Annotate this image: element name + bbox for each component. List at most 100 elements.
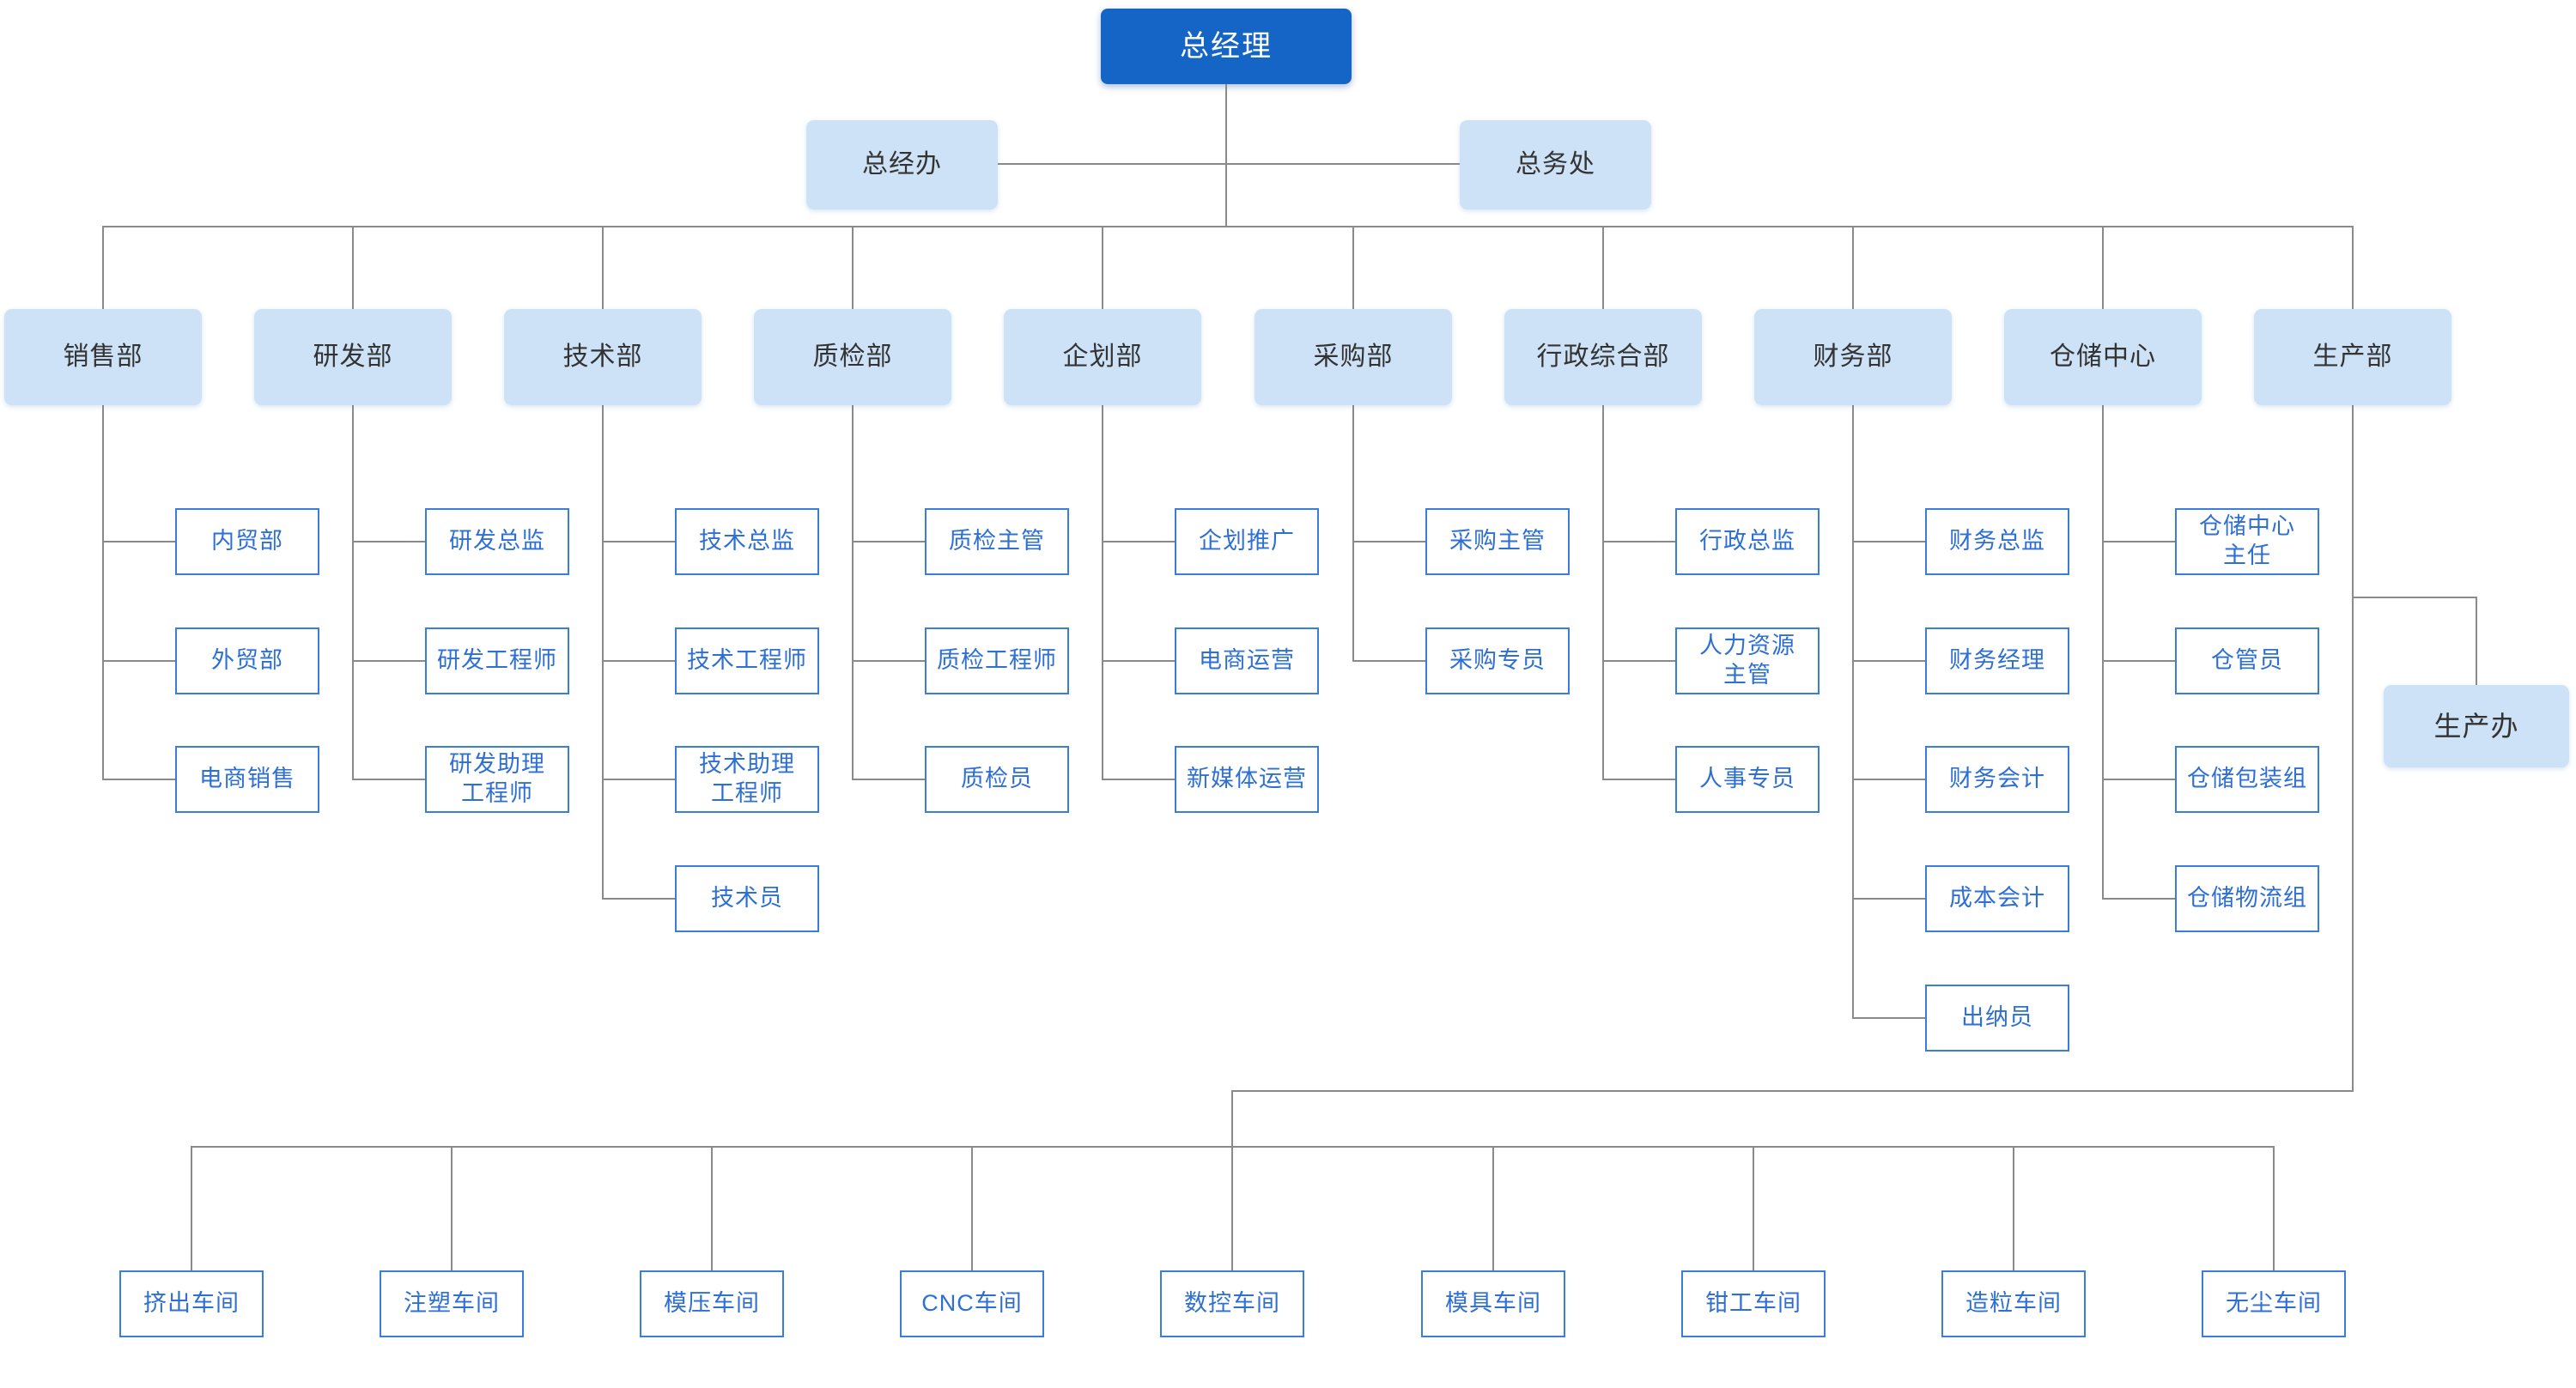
node-dept-9[interactable]: 仓储中心 [2004,309,2202,405]
connector-line [711,1146,713,1270]
connector-line [1853,898,1925,900]
node-role[interactable]: 技术工程师 [675,627,819,694]
connector-line [2476,597,2477,685]
node-dept-7[interactable]: 行政综合部 [1504,309,1702,405]
connector-line [602,226,604,309]
node-role[interactable]: 出纳员 [1925,985,2069,1052]
connector-line [102,226,104,309]
node-workshop-6[interactable]: 模具车间 [1421,1270,1565,1337]
node-role[interactable]: 仓储中心 主任 [2175,508,2319,575]
node-role[interactable]: 研发助理 工程师 [425,746,569,813]
node-general-manager[interactable]: 总经理 [1101,9,1352,84]
connector-line [1603,660,1675,662]
node-role[interactable]: 质检工程师 [925,627,1069,694]
node-role[interactable]: 财务会计 [1925,746,2069,813]
node-role[interactable]: 研发工程师 [425,627,569,694]
connector-line [352,226,354,309]
connector-line [1103,779,1175,780]
connector-line [352,405,354,780]
node-role[interactable]: 财务经理 [1925,627,2069,694]
connector-line [1231,1090,1233,1146]
connector-line [1353,660,1425,662]
node-production-office[interactable]: 生产办 [2384,685,2569,767]
connector-line [1853,541,1925,542]
node-dept-5[interactable]: 企划部 [1004,309,1201,405]
connector-line [353,660,425,662]
node-general-affairs[interactable]: 总务处 [1460,120,1651,209]
node-role[interactable]: 仓储包装组 [2175,746,2319,813]
node-role[interactable]: 财务总监 [1925,508,2069,575]
node-dept-8[interactable]: 财务部 [1754,309,1952,405]
connector-line [2352,405,2354,1092]
connector-line [603,779,675,780]
node-role[interactable]: 新媒体运营 [1175,746,1319,813]
connector-line [103,541,175,542]
node-dept-2[interactable]: 研发部 [254,309,452,405]
connector-line [1103,541,1175,542]
connector-line [971,1146,973,1270]
node-role[interactable]: 采购主管 [1425,508,1570,575]
connector-line [1102,226,1103,309]
connector-line [2103,779,2175,780]
connector-line [1603,779,1675,780]
node-role[interactable]: 技术总监 [675,508,819,575]
connector-line [2103,541,2175,542]
node-role[interactable]: 人力资源 主管 [1675,627,1820,694]
connector-line [1352,405,1354,662]
node-role[interactable]: 企划推广 [1175,508,1319,575]
connector-line [852,226,854,309]
node-role[interactable]: 内贸部 [175,508,319,575]
node-role[interactable]: 仓管员 [2175,627,2319,694]
node-workshop-3[interactable]: 模压车间 [640,1270,784,1337]
connector-line [191,1146,192,1270]
node-workshop-1[interactable]: 挤出车间 [119,1270,264,1337]
connector-line [2103,898,2175,900]
connector-line [1231,1090,2352,1092]
node-role[interactable]: 仓储物流组 [2175,865,2319,932]
node-workshop-8[interactable]: 造粒车间 [1941,1270,2086,1337]
node-role[interactable]: 质检员 [925,746,1069,813]
node-workshop-2[interactable]: 注塑车间 [380,1270,524,1337]
node-dept-6[interactable]: 采购部 [1255,309,1452,405]
node-dept-3[interactable]: 技术部 [504,309,702,405]
connector-line [1852,226,1854,309]
node-role[interactable]: 电商运营 [1175,627,1319,694]
connector-line [2102,226,2104,309]
node-role[interactable]: 行政总监 [1675,508,1820,575]
node-workshop-4[interactable]: CNC车间 [900,1270,1044,1337]
node-workshop-7[interactable]: 钳工车间 [1681,1270,1826,1337]
node-role[interactable]: 采购专员 [1425,627,1570,694]
connector-line [853,779,925,780]
node-workshop-5[interactable]: 数控车间 [1160,1270,1304,1337]
node-dept-1[interactable]: 销售部 [4,309,202,405]
connector-line [1353,541,1425,542]
node-role[interactable]: 电商销售 [175,746,319,813]
connector-line [603,898,675,900]
connector-line [1852,405,1854,1019]
node-gm-office[interactable]: 总经办 [806,120,998,209]
connector-line [1231,1146,1233,1270]
connector-line [2102,405,2104,900]
connector-line [2273,1146,2275,1270]
node-role[interactable]: 成本会计 [1925,865,2069,932]
node-role[interactable]: 技术员 [675,865,819,932]
node-workshop-9[interactable]: 无尘车间 [2202,1270,2346,1337]
connector-line [1102,405,1103,780]
node-dept-4[interactable]: 质检部 [754,309,951,405]
connector-line [1603,541,1675,542]
node-dept-10[interactable]: 生产部 [2254,309,2451,405]
connector-line [603,660,675,662]
node-role[interactable]: 质检主管 [925,508,1069,575]
connector-line [853,660,925,662]
node-role[interactable]: 人事专员 [1675,746,1820,813]
connector-line [1602,226,1604,309]
connector-line [1352,226,1354,309]
connector-line [103,660,175,662]
connector-line [1103,660,1175,662]
node-role[interactable]: 外贸部 [175,627,319,694]
node-role[interactable]: 研发总监 [425,508,569,575]
connector-line [103,779,175,780]
node-role[interactable]: 技术助理 工程师 [675,746,819,813]
connector-line [2353,597,2476,598]
